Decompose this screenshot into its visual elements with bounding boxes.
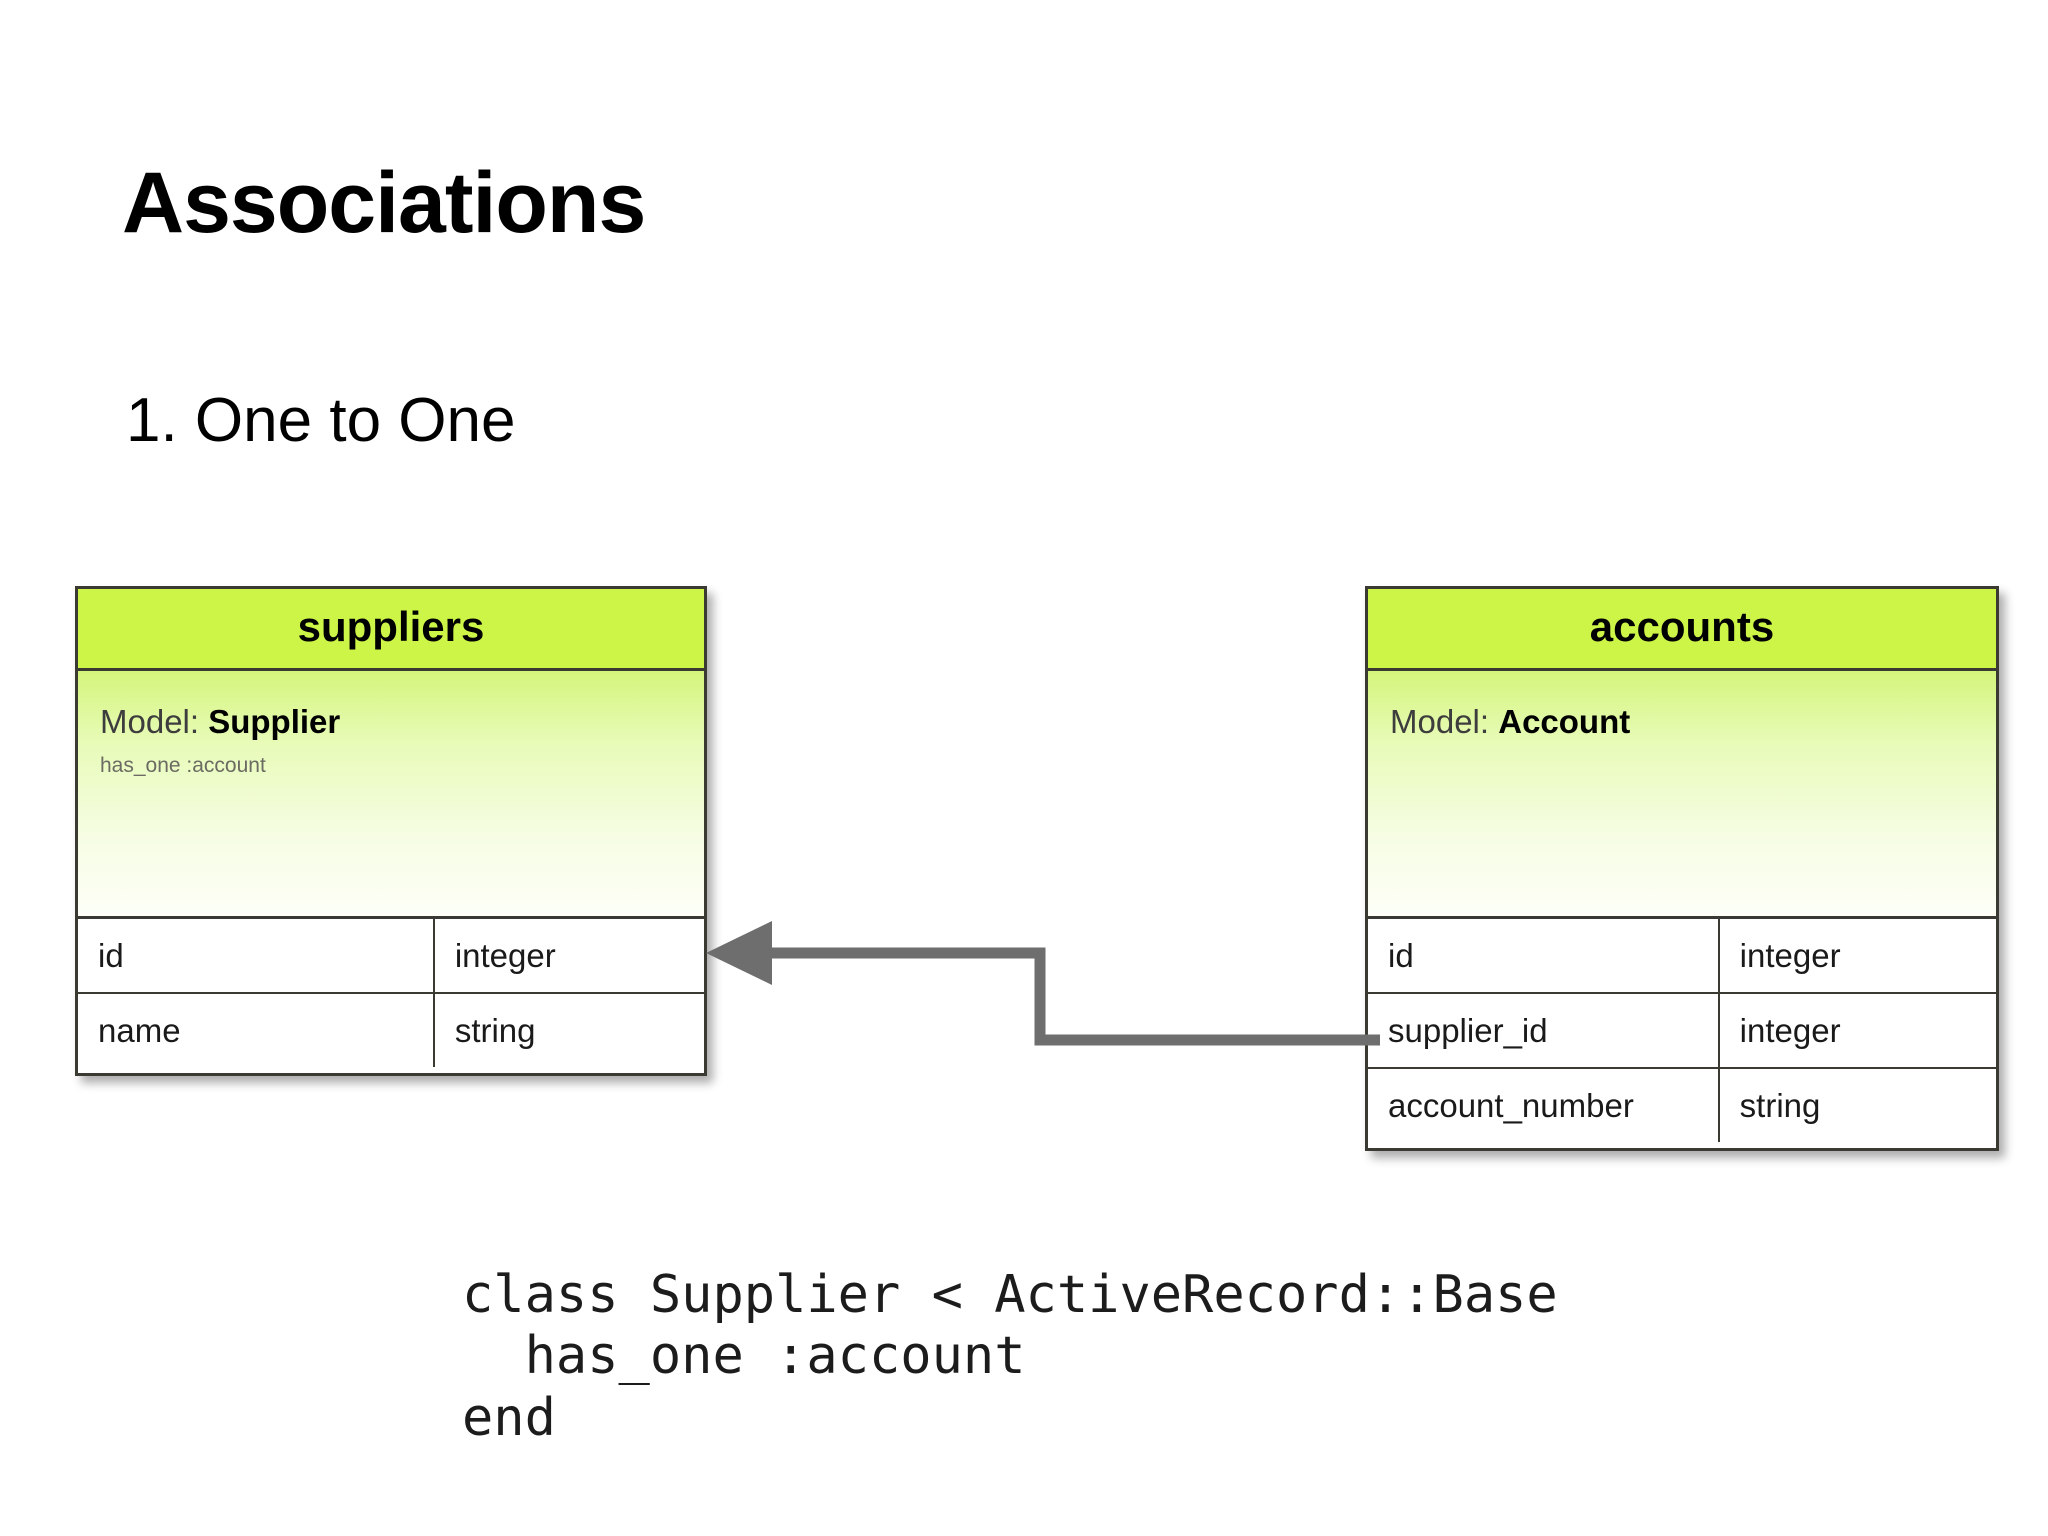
- table-row: name string: [78, 994, 704, 1067]
- model-label: Model:: [100, 703, 200, 740]
- erd-table-suppliers-model-line: Model: Supplier: [100, 703, 682, 740]
- erd-table-suppliers-association: has_one :account: [100, 753, 266, 777]
- column-name: account_number: [1368, 1069, 1720, 1142]
- column-name: id: [78, 919, 435, 992]
- erd-table-suppliers-columns: id integer name string: [78, 916, 704, 1067]
- column-name: name: [78, 994, 435, 1067]
- erd-table-suppliers: suppliers Model: Supplier has_one :accou…: [75, 586, 707, 1076]
- column-name: supplier_id: [1368, 994, 1720, 1067]
- erd-table-accounts-model-pane: Model: Account: [1368, 671, 1996, 916]
- model-name: Account: [1498, 703, 1631, 740]
- relationship-arrow-icon: [706, 921, 1380, 1046]
- code-line-1: class Supplier < ActiveRecord::Base: [462, 1265, 1558, 1325]
- column-type: string: [1739, 1086, 1821, 1124]
- page-title: Associations: [122, 155, 646, 251]
- column-type: integer: [1739, 1011, 1841, 1049]
- column-type: integer: [1739, 936, 1841, 974]
- column-name: id: [1368, 919, 1720, 992]
- erd-table-suppliers-header: suppliers: [78, 589, 704, 671]
- code-line-3: end: [462, 1387, 556, 1448]
- section-subtitle: 1. One to One: [126, 386, 516, 455]
- erd-table-accounts: accounts Model: Account id integer suppl…: [1365, 586, 1999, 1151]
- code-block: class Supplier < ActiveRecord::Base has_…: [462, 1265, 1558, 1449]
- model-label: Model:: [1390, 703, 1490, 740]
- table-row: id integer: [1368, 919, 1996, 994]
- erd-table-accounts-header: accounts: [1368, 589, 1996, 671]
- code-line-2: has_one :account: [462, 1326, 1026, 1387]
- table-row: account_number string: [1368, 1069, 1996, 1142]
- column-type: integer: [454, 936, 556, 974]
- erd-table-suppliers-model-pane: Model: Supplier has_one :account: [78, 671, 704, 916]
- erd-table-accounts-columns: id integer supplier_id integer account_n…: [1368, 916, 1996, 1142]
- model-name: Supplier: [208, 703, 341, 740]
- table-row: supplier_id integer: [1368, 994, 1996, 1069]
- table-row: id integer: [78, 919, 704, 994]
- erd-table-accounts-model-line: Model: Account: [1390, 703, 1974, 740]
- column-type: string: [454, 1011, 536, 1049]
